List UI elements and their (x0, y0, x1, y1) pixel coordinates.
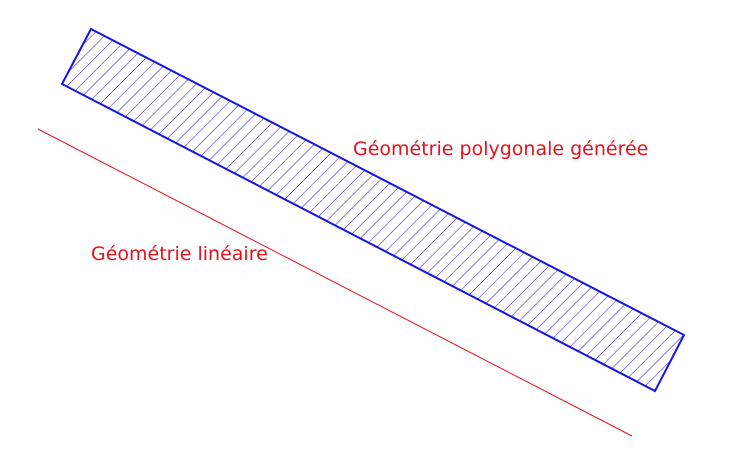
linear-geometry-line (37, 128, 633, 437)
polygon-geometry-label: Géométrie polygonale générée (353, 138, 648, 160)
polygon-geometry-outline (60, 27, 686, 393)
linear-geometry-label: Géométrie linéaire (91, 243, 268, 265)
polygon-geometry-fill (62, 29, 684, 391)
